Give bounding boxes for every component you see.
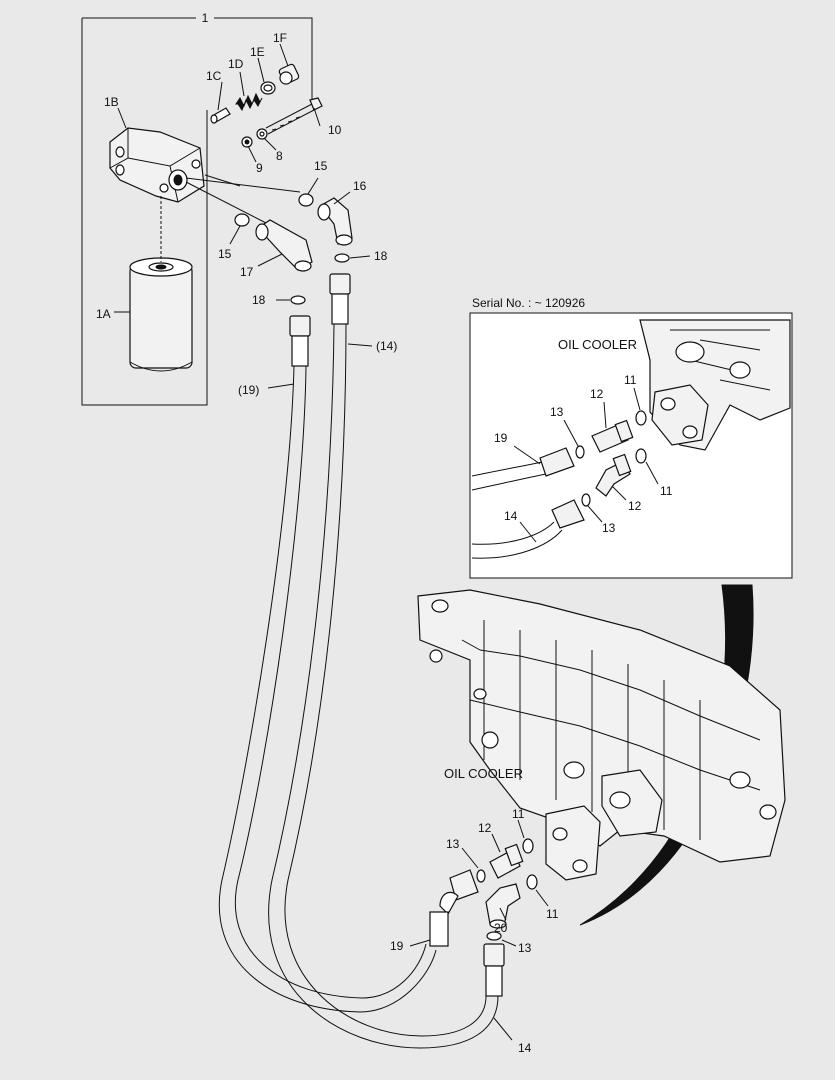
straight-fitting-12 [489,843,524,879]
callout-16: 16 [353,179,367,193]
hose-19 [218,365,437,1013]
callout-1b: 1B [104,95,119,109]
callout-12: 12 [478,821,492,835]
o-ring-18-right [334,253,350,263]
callout-11-upper: 11 [512,807,525,821]
serial-number-label: Serial No. : ~ 120926 [472,296,585,310]
hose-end-19-top [289,315,311,367]
callout-13-upper: 13 [446,837,460,851]
callout-1e: 1E [250,45,265,59]
callout-10: 10 [328,123,342,137]
hose-end-14-top [329,273,351,325]
callout-19-paren: (19) [238,383,259,397]
o-ring-11-lower [526,874,538,890]
callout-15-right: 15 [314,159,328,173]
callout-19: 19 [390,939,404,953]
oil-cooler-body [417,589,786,881]
main-oil-cooler-title: OIL COOLER [444,766,523,781]
filter-cartridge [129,257,193,372]
callout-8: 8 [276,149,283,163]
hose-end-19-bottom [429,869,479,947]
inset-callout-13-lower: 13 [602,521,616,535]
callout-13-lower: 13 [518,941,532,955]
inset-oil-cooler-title: OIL COOLER [558,337,637,352]
relief-valve-parts [210,63,300,124]
o-ring-15-left [234,213,250,227]
callout-20: 20 [494,921,508,935]
elbow-fitting-20 [485,883,521,929]
callout-18-left: 18 [252,293,266,307]
callout-18-right: 18 [374,249,388,263]
hose-end-14-bottom [483,943,505,997]
elbow-fitting-16 [317,197,353,246]
callout-1d: 1D [228,57,244,71]
o-ring-15-right [298,193,314,207]
inset-callout-14: 14 [504,509,518,523]
inset-callout-11-upper: 11 [624,373,637,387]
callout-11-lower: 11 [546,907,559,921]
callout-1a: 1A [96,307,111,321]
filter-head [109,127,205,262]
serial-inset-box [469,312,793,579]
callout-9: 9 [256,161,263,175]
inset-callout-11-lower: 11 [660,484,673,498]
inset-callout-12-lower: 12 [628,499,642,513]
hose-14 [268,323,499,1049]
callout-14-paren: (14) [376,339,397,353]
o-ring-11-upper [522,838,534,854]
callout-15-left: 15 [218,247,232,261]
inset-callout-13-upper: 13 [550,405,564,419]
callout-1c: 1C [206,69,222,83]
bolt-and-washers [241,97,323,148]
inset-callout-19: 19 [494,431,508,445]
o-ring-13-lower [486,931,502,941]
callout-1f: 1F [273,31,287,45]
callout-14: 14 [518,1041,532,1055]
elbow-fitting-17 [255,219,313,272]
callout-17: 17 [240,265,254,279]
callout-1: 1 [202,11,209,25]
o-ring-18-left [290,295,306,305]
inset-callout-12-upper: 12 [590,387,604,401]
o-ring-13-upper [476,869,486,883]
filter-assembly-frame [81,17,313,406]
